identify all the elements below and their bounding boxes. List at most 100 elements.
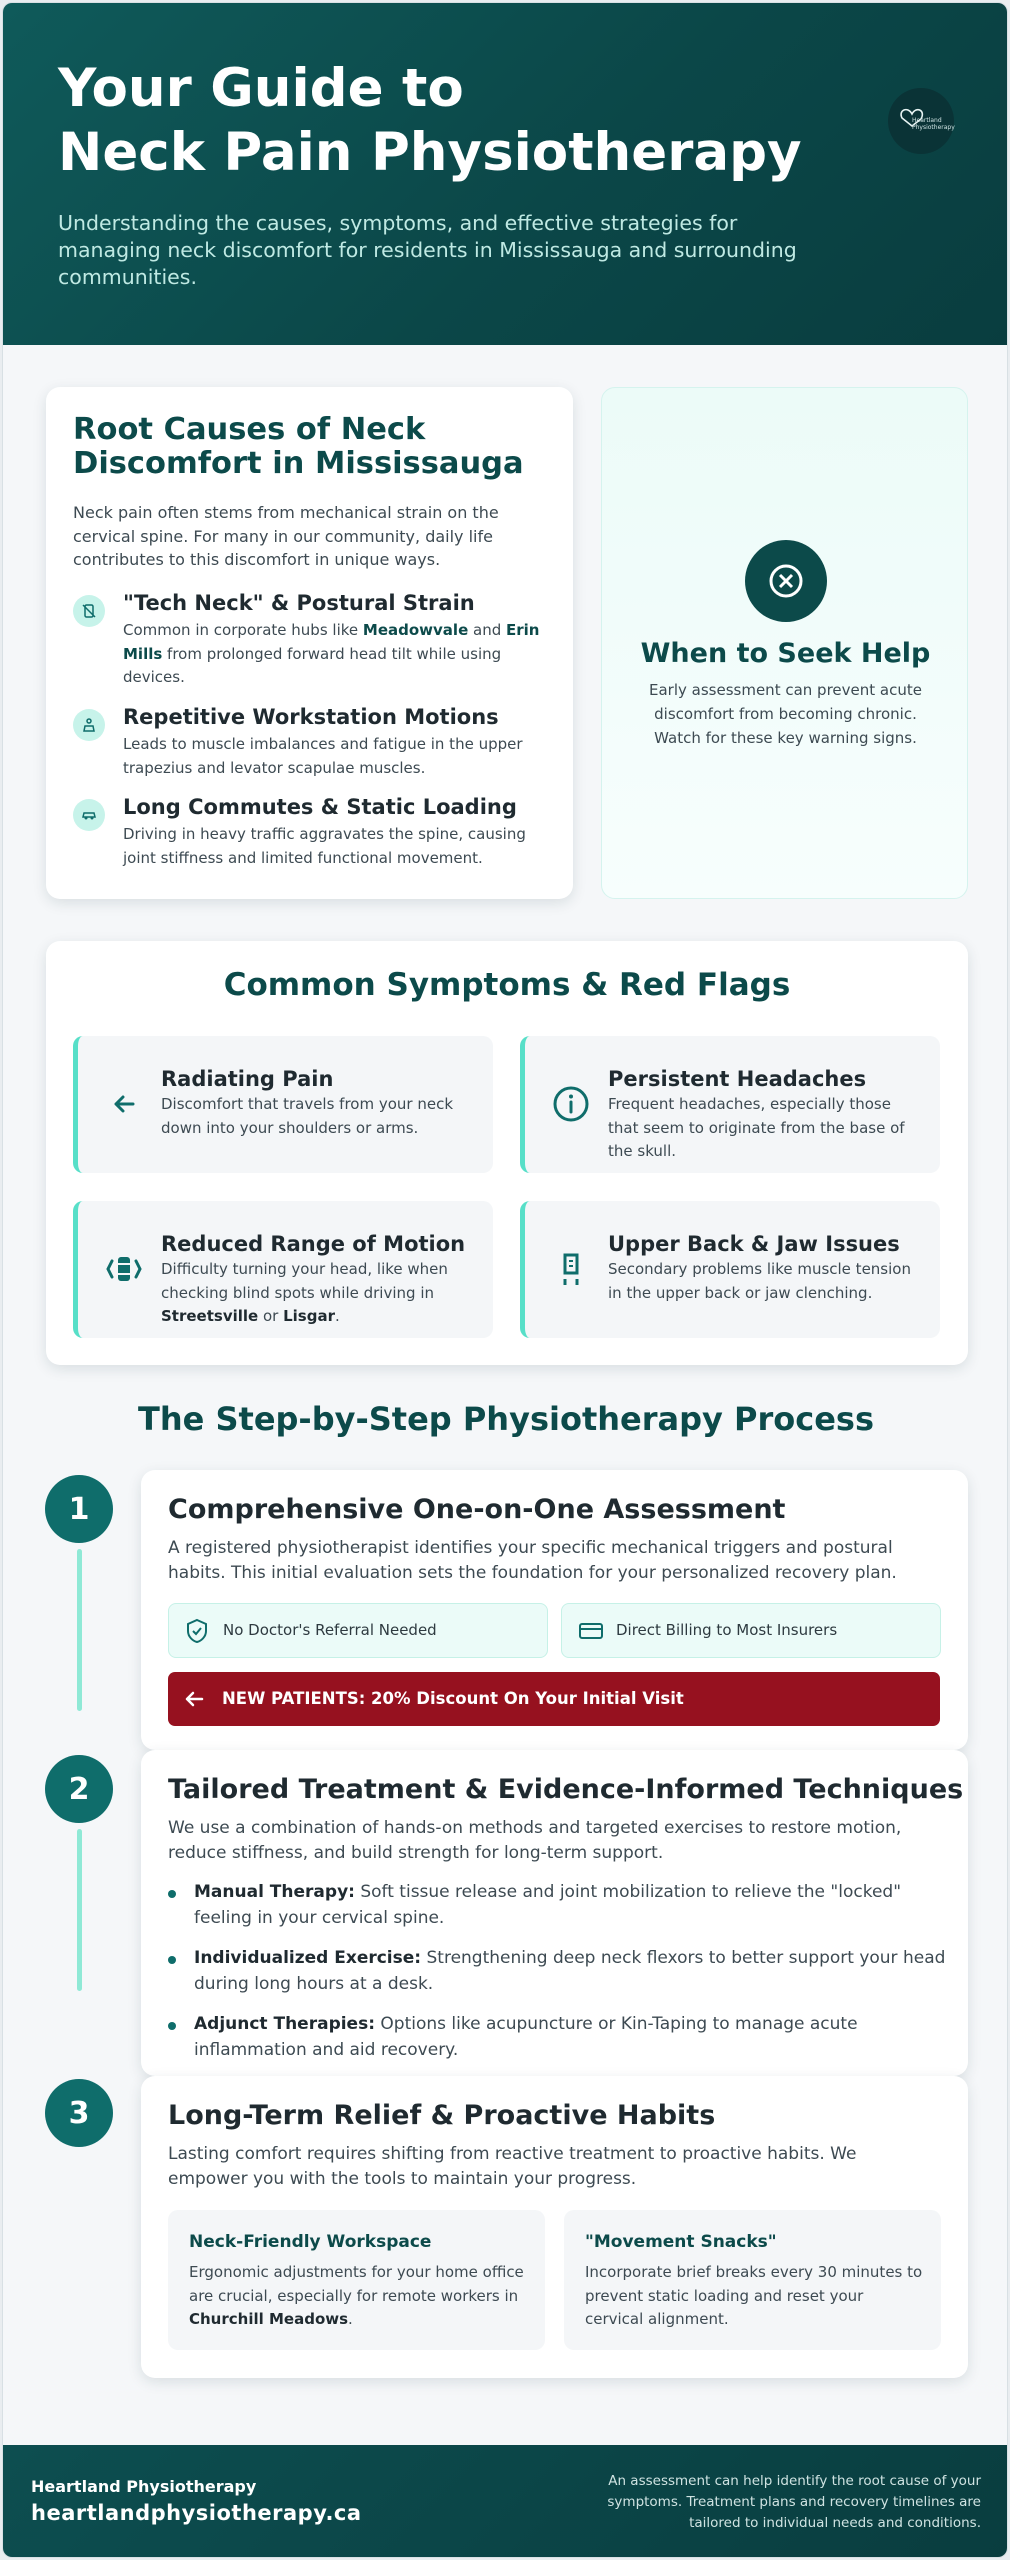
- when-to-seek-help-card: When to Seek Help Early assessment can p…: [601, 387, 968, 899]
- symptom-body-text: or: [258, 1307, 284, 1325]
- badge-label: Direct Billing to Most Insurers: [616, 1621, 838, 1639]
- bullet-dot: [168, 1890, 176, 1898]
- bullet-label: Individualized Exercise:: [194, 1948, 422, 1968]
- symptom-title: Upper Back & Jaw Issues: [608, 1232, 900, 1256]
- location-erin-mills: Erin Mills: [123, 621, 540, 663]
- tip-title: "Movement Snacks": [585, 2232, 777, 2252]
- step-title: Tailored Treatment & Evidence-Informed T…: [168, 1774, 964, 1805]
- location-lisgar: Lisgar: [283, 1307, 335, 1325]
- cause-title: Repetitive Workstation Motions: [123, 705, 499, 729]
- list-item: Manual Therapy: Soft tissue release and …: [168, 1880, 948, 1931]
- root-causes-title: Root Causes of Neck Discomfort in Missis…: [73, 412, 524, 481]
- tip-body-text: Ergonomic adjustments for your home offi…: [189, 2263, 524, 2305]
- step-connector-line: [77, 1829, 82, 1991]
- page-title: Your Guide to Neck Pain Physiotherapy: [58, 57, 858, 185]
- bullet-text: Soft tissue release and joint mobilizati…: [194, 1882, 902, 1928]
- arrow-left-icon: [104, 1084, 144, 1124]
- symptom-body-text: Difficulty turning your head, like when …: [161, 1260, 448, 1302]
- bullet-label: Manual Therapy:: [194, 1882, 355, 1902]
- symptom-body: Secondary problems like muscle tension i…: [608, 1260, 911, 1302]
- step-text: A registered physiotherapist identifies …: [168, 1538, 897, 1583]
- location-streetsville: Streetsville: [161, 1307, 259, 1325]
- chair-icon: [551, 1249, 591, 1289]
- location-churchill-meadows: Churchill Meadows: [189, 2310, 349, 2328]
- symptom-title: Radiating Pain: [161, 1067, 334, 1091]
- tip-body-text: .: [348, 2310, 353, 2328]
- symptom-body-text: .: [334, 1307, 340, 1325]
- badge-no-referral: No Doctor's Referral Needed: [168, 1603, 548, 1658]
- list-item: Individualized Exercise: Strengthening d…: [168, 1946, 948, 1997]
- bullet-text: Strengthening deep neck flexors to bette…: [194, 1948, 946, 1994]
- symptom-radiating-pain: Radiating Pain Discomfort that travels f…: [73, 1036, 493, 1173]
- shield-check-icon: [187, 1618, 207, 1644]
- step-connector-line: [77, 1549, 82, 1711]
- info-icon: [551, 1084, 591, 1124]
- step-number-2: 2: [45, 1755, 113, 1823]
- heartland-logo: Heartland Physiotherapy: [888, 88, 955, 154]
- cause-body: Common in corporate hubs like Meadowvale…: [123, 619, 555, 690]
- tip-body: Incorporate brief breaks every 30 minute…: [585, 2263, 923, 2328]
- cause-title: "Tech Neck" & Postural Strain: [123, 591, 475, 615]
- symptom-title: Reduced Range of Motion: [161, 1232, 466, 1256]
- step-card-assessment: Comprehensive One-on-One Assessment A re…: [141, 1470, 968, 1750]
- root-causes-card: Root Causes of Neck Discomfort in Missis…: [46, 387, 573, 899]
- heart-logo-icon: [900, 108, 924, 128]
- symptom-range-of-motion: Reduced Range of Motion Difficulty turni…: [73, 1201, 493, 1338]
- seek-help-title: When to Seek Help: [640, 638, 931, 669]
- symptoms-title: Common Symptoms & Red Flags: [223, 967, 791, 1003]
- phone-off-icon: [73, 595, 105, 627]
- symptom-body: Frequent headaches, especially those tha…: [608, 1095, 905, 1160]
- step-text: We use a combination of hands-on methods…: [168, 1818, 902, 1863]
- treatment-list: Manual Therapy: Soft tissue release and …: [168, 1880, 948, 2078]
- cause-body: Leads to muscle imbalances and fatigue i…: [123, 735, 523, 777]
- step-text: Lasting comfort requires shifting from r…: [168, 2144, 857, 2189]
- arrow-left-icon: [185, 1691, 204, 1707]
- hand-icon: [73, 709, 105, 741]
- step-card-treatment: Tailored Treatment & Evidence-Informed T…: [141, 1750, 968, 2076]
- step-title: Long-Term Relief & Proactive Habits: [168, 2100, 716, 2131]
- rotate-icon: [104, 1249, 144, 1289]
- credit-card-icon: [579, 1623, 603, 1639]
- bullet-dot: [168, 1956, 176, 1964]
- cause-body: Driving in heavy traffic aggravates the …: [123, 825, 526, 867]
- badge-direct-billing: Direct Billing to Most Insurers: [561, 1603, 941, 1658]
- step-card-long-term: Long-Term Relief & Proactive Habits Last…: [141, 2076, 968, 2378]
- symptom-upper-back-jaw: Upper Back & Jaw Issues Secondary proble…: [520, 1201, 940, 1338]
- cause-title: Long Commutes & Static Loading: [123, 795, 517, 819]
- list-item: Adjunct Therapies: Options like acupunct…: [168, 2012, 948, 2063]
- page-title-line2: Neck Pain Physiotherapy: [58, 122, 802, 183]
- cause-body-text: Common in corporate hubs like: [123, 621, 363, 639]
- location-meadowvale: Meadowvale: [362, 621, 469, 639]
- step-number-3: 3: [45, 2079, 113, 2147]
- step-title: Comprehensive One-on-One Assessment: [168, 1494, 786, 1525]
- tip-body: Ergonomic adjustments for your home offi…: [189, 2261, 529, 2332]
- bullet-label: Adjunct Therapies:: [194, 2014, 376, 2034]
- promo-text: NEW PATIENTS: 20% Discount On Your Initi…: [222, 1689, 684, 1708]
- car-icon: [73, 799, 105, 831]
- symptom-title: Persistent Headaches: [608, 1067, 867, 1091]
- cause-body-text: and: [468, 621, 507, 639]
- logo-text-line1: Heartland: [912, 117, 942, 124]
- footer-website-link[interactable]: heartlandphysiotherapy.ca: [31, 2501, 362, 2525]
- page-subtitle: Understanding the causes, symptoms, and …: [58, 211, 797, 289]
- symptoms-card: Common Symptoms & Red Flags Radiating Pa…: [46, 941, 968, 1365]
- symptom-headaches: Persistent Headaches Frequent headaches,…: [520, 1036, 940, 1173]
- hero-header: Your Guide to Neck Pain Physiotherapy Un…: [3, 3, 1007, 345]
- symptom-body: Discomfort that travels from your neck d…: [161, 1095, 454, 1137]
- step-number-1: 1: [45, 1475, 113, 1543]
- footer-disclaimer: An assessment can help identify the root…: [607, 2473, 981, 2531]
- seek-help-text: Early assessment can prevent acute disco…: [649, 681, 922, 747]
- logo-text-line2: Physiotherapy: [912, 124, 955, 131]
- process-title: The Step-by-Step Physiotherapy Process: [138, 1400, 874, 1438]
- tip-movement-snacks: "Movement Snacks" Incorporate brief brea…: [564, 2210, 941, 2350]
- footer-clinic-name: Heartland Physiotherapy: [31, 2477, 257, 2496]
- root-causes-intro: Neck pain often stems from mechanical st…: [73, 503, 499, 569]
- page-title-line1: Your Guide to: [58, 58, 464, 119]
- new-patient-promo-banner[interactable]: NEW PATIENTS: 20% Discount On Your Initi…: [168, 1672, 940, 1726]
- symptom-body: Difficulty turning your head, like when …: [161, 1258, 476, 1329]
- cause-body-text: from prolonged forward head tilt while u…: [123, 644, 502, 687]
- bullet-dot: [168, 2022, 176, 2030]
- bullet-text: Options like acupuncture or Kin-Taping t…: [194, 2014, 858, 2060]
- tip-title: Neck-Friendly Workspace: [189, 2232, 432, 2252]
